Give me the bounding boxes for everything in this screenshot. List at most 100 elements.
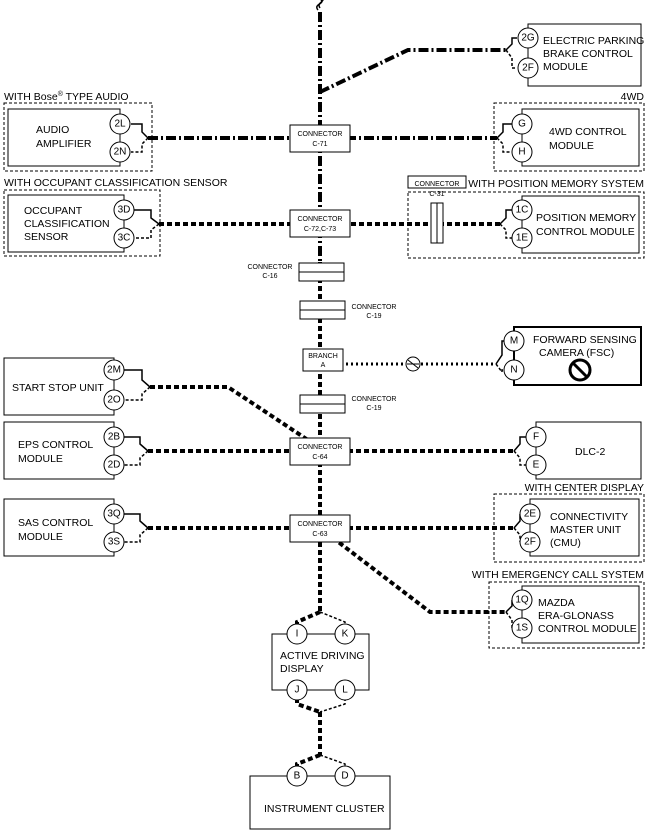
connector-c19-lower: CONNECTOR C-19 bbox=[299, 394, 397, 414]
svg-text:ACTIVE DRIVING: ACTIVE DRIVING bbox=[280, 650, 365, 662]
svg-text:G: G bbox=[518, 119, 526, 130]
pin-b bbox=[286, 765, 308, 787]
svg-text:MODULE: MODULE bbox=[18, 531, 63, 543]
svg-text:CONNECTOR: CONNECTOR bbox=[298, 216, 343, 223]
forward-sensing-camera: M N FORWARD SENSING CAMERA (FSC) bbox=[495, 326, 642, 386]
svg-text:START STOP UNIT: START STOP UNIT bbox=[12, 382, 104, 394]
svg-text:BRAKE CONTROL: BRAKE CONTROL bbox=[543, 48, 633, 60]
svg-text:CONNECTOR: CONNECTOR bbox=[352, 396, 397, 403]
pin-h bbox=[511, 141, 533, 163]
dlc-2: F E DLC-2 bbox=[513, 421, 642, 480]
svg-text:H: H bbox=[518, 147, 525, 158]
svg-text:1C: 1C bbox=[516, 205, 529, 216]
pin-1e bbox=[511, 227, 533, 249]
sas-control-module: 3Q 3S SAS CONTROL MODULE bbox=[3, 498, 149, 557]
connector-c31: CONNECTOR C-31 bbox=[407, 175, 467, 244]
svg-text:C-72,C-73: C-72,C-73 bbox=[304, 226, 336, 233]
connector-c63: CONNECTOR C-63 bbox=[289, 514, 351, 543]
start-stop-unit: 2M 2O START STOP UNIT bbox=[3, 357, 151, 416]
svg-text:(CMU): (CMU) bbox=[550, 537, 581, 549]
svg-text:CONTROL MODULE: CONTROL MODULE bbox=[538, 623, 637, 635]
pin-n bbox=[503, 359, 525, 381]
trunk-to-cluster-d bbox=[319, 754, 346, 768]
position-memory-control-module: 1C 1E POSITION MEMORY CONTROL MODULE bbox=[499, 195, 640, 254]
pin-2o bbox=[103, 389, 125, 411]
svg-text:2O: 2O bbox=[107, 395, 121, 406]
svg-text:MAZDA: MAZDA bbox=[538, 597, 575, 609]
trunk-break-mark-2 bbox=[316, 0, 323, 11]
svg-text:C-64: C-64 bbox=[312, 454, 327, 461]
svg-text:C-19: C-19 bbox=[366, 313, 381, 320]
svg-text:WITH Bose® TYPE AUDIO: WITH Bose® TYPE AUDIO bbox=[4, 90, 129, 103]
pin-1s bbox=[511, 617, 533, 639]
pin-2d bbox=[103, 454, 125, 476]
pin-m bbox=[503, 330, 525, 352]
connectivity-master-unit: 2E 2F CONNECTIVITY MASTER UNIT (CMU) bbox=[513, 498, 640, 557]
eps-control-module: 2B 2D EPS CONTROL MODULE bbox=[3, 421, 149, 480]
pin-i bbox=[286, 623, 308, 645]
group-emergency-call: WITH EMERGENCY CALL SYSTEM bbox=[472, 569, 645, 649]
group-position-memory: WITH POSITION MEMORY SYSTEM bbox=[407, 178, 645, 259]
pin-e bbox=[525, 454, 547, 476]
svg-text:CONNECTOR: CONNECTOR bbox=[352, 304, 397, 311]
svg-text:CONTROL MODULE: CONTROL MODULE bbox=[536, 226, 635, 238]
group-bose-audio: WITH Bose® TYPE AUDIO bbox=[3, 90, 153, 172]
pin-2l bbox=[109, 113, 131, 135]
occupant-classification-sensor: 3D 3C OCCUPANT CLASSIFICATION SENSOR bbox=[7, 194, 160, 253]
svg-text:2N: 2N bbox=[114, 147, 127, 158]
group-4wd: 4WD bbox=[493, 91, 645, 172]
svg-text:N: N bbox=[510, 365, 517, 376]
svg-text:CONNECTOR: CONNECTOR bbox=[298, 444, 343, 451]
svg-text:2M: 2M bbox=[107, 365, 121, 376]
pin-d bbox=[334, 765, 356, 787]
svg-text:3C: 3C bbox=[118, 233, 131, 244]
svg-text:3S: 3S bbox=[108, 537, 121, 548]
svg-text:1E: 1E bbox=[516, 233, 529, 244]
svg-text:J: J bbox=[295, 685, 300, 696]
pin-2f bbox=[517, 57, 539, 79]
svg-text:CONNECTOR: CONNECTOR bbox=[248, 264, 293, 271]
connector-c64: CONNECTOR C-64 bbox=[289, 437, 351, 466]
pin-3d bbox=[113, 199, 135, 221]
svg-text:4WD: 4WD bbox=[621, 91, 645, 103]
bus-epb bbox=[319, 48, 506, 94]
svg-text:DLC-2: DLC-2 bbox=[575, 446, 606, 458]
pin-2f-cmu bbox=[519, 531, 541, 553]
svg-text:ELECTRIC PARKING: ELECTRIC PARKING bbox=[543, 35, 644, 47]
svg-text:POSITION MEMORY: POSITION MEMORY bbox=[536, 212, 636, 224]
era-glonass-control-module: 1Q 1S MAZDA ERA-GLONASS CONTROL MODULE bbox=[505, 585, 640, 644]
svg-text:WITH CENTER DISPLAY: WITH CENTER DISPLAY bbox=[525, 482, 644, 494]
pin-3c bbox=[113, 227, 135, 249]
svg-text:2G: 2G bbox=[521, 33, 535, 44]
prohibited-icon bbox=[568, 358, 592, 382]
svg-text:I: I bbox=[296, 629, 299, 640]
svg-text:CONNECTIVITY: CONNECTIVITY bbox=[550, 511, 628, 523]
svg-text:CONNECTOR: CONNECTOR bbox=[415, 181, 460, 188]
pin-1c bbox=[511, 199, 533, 221]
epb-control-module: 2G 2F ELECTRIC PARKING BRAKE CONTROL MOD… bbox=[505, 23, 644, 87]
connector-c19-upper: CONNECTOR C-19 bbox=[299, 300, 397, 320]
add-l-to-trunk bbox=[319, 698, 346, 713]
svg-text:CLASSIFICATION: CLASSIFICATION bbox=[24, 218, 110, 230]
pin-k bbox=[334, 623, 356, 645]
svg-text:C-19: C-19 bbox=[366, 405, 381, 412]
svg-text:C-71: C-71 bbox=[312, 141, 327, 148]
pin-g bbox=[511, 113, 533, 135]
pin-j bbox=[286, 679, 308, 701]
svg-text:DISPLAY: DISPLAY bbox=[280, 663, 324, 675]
svg-text:2B: 2B bbox=[108, 432, 121, 443]
svg-text:2D: 2D bbox=[108, 460, 121, 471]
svg-text:WITH POSITION MEMORY SYSTEM: WITH POSITION MEMORY SYSTEM bbox=[468, 178, 644, 190]
svg-text:M: M bbox=[510, 336, 518, 347]
svg-text:1S: 1S bbox=[516, 623, 529, 634]
connector-c71: CONNECTOR C-71 bbox=[289, 124, 351, 153]
svg-text:MASTER UNIT: MASTER UNIT bbox=[550, 524, 622, 536]
svg-text:4WD CONTROL: 4WD CONTROL bbox=[549, 126, 627, 138]
svg-text:EPS CONTROL: EPS CONTROL bbox=[18, 439, 93, 451]
svg-text:ERA-GLONASS: ERA-GLONASS bbox=[538, 610, 614, 622]
svg-text:AUDIO: AUDIO bbox=[36, 124, 69, 136]
svg-text:B: B bbox=[294, 771, 301, 782]
active-driving-display: I K J L ACTIVE DRIVING DISPLAY bbox=[271, 623, 370, 701]
svg-text:MODULE: MODULE bbox=[549, 140, 594, 152]
